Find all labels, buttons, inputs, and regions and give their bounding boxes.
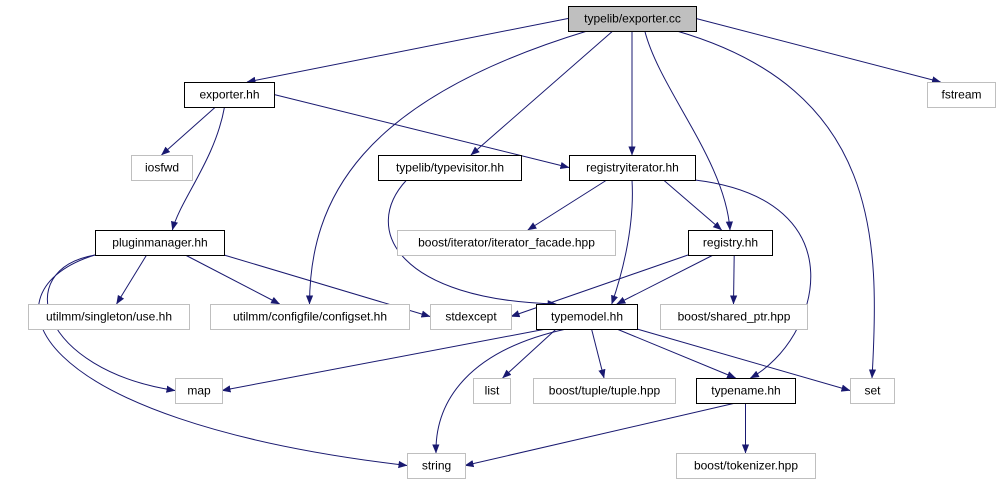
node-label: boost/shared_ptr.hpp bbox=[678, 310, 791, 324]
node-label: map bbox=[187, 384, 211, 398]
node-shared-ptr: boost/shared_ptr.hpp bbox=[660, 304, 808, 330]
node-list: list bbox=[473, 378, 511, 404]
node-tuple-hpp: boost/tuple/tuple.hpp bbox=[533, 378, 676, 404]
node-box bbox=[184, 82, 275, 108]
node-label: typename.hh bbox=[711, 384, 780, 398]
edge-registryiterator-hh-to-iterator-facade bbox=[527, 179, 608, 231]
edge-exporter-cc-to-configset-hh bbox=[305, 30, 588, 305]
node-box bbox=[28, 304, 190, 330]
node-label: typelib/typevisitor.hh bbox=[396, 161, 504, 175]
node-exporter-hh[interactable]: exporter.hh bbox=[184, 82, 275, 108]
node-box bbox=[688, 230, 773, 256]
nodes-layer: typelib/exporter.cc exporter.hh fstream ios… bbox=[28, 6, 996, 479]
edge-typemodel-hh-to-list bbox=[502, 328, 557, 379]
node-iterator-facade: boost/iterator/iterator_facade.hpp bbox=[397, 230, 616, 256]
node-box bbox=[131, 155, 193, 181]
node-box bbox=[430, 304, 512, 330]
node-box bbox=[533, 378, 676, 404]
node-label: set bbox=[864, 384, 881, 398]
node-label: exporter.hh bbox=[199, 88, 259, 102]
node-typevisitor-hh[interactable]: typelib/typevisitor.hh bbox=[378, 155, 522, 181]
node-fstream: fstream bbox=[927, 82, 996, 108]
edge-exporter-cc-to-fstream bbox=[695, 18, 942, 84]
node-label: boost/tuple/tuple.hpp bbox=[549, 384, 661, 398]
node-label: registry.hh bbox=[703, 236, 758, 250]
node-box bbox=[568, 6, 697, 32]
node-typename-hh[interactable]: typename.hh bbox=[696, 378, 796, 404]
node-box bbox=[660, 304, 808, 330]
node-box bbox=[407, 453, 466, 479]
node-box bbox=[850, 378, 895, 404]
edge-exporter-cc-to-typevisitor-hh bbox=[470, 30, 614, 156]
node-box bbox=[927, 82, 996, 108]
edge-typename-hh-to-string bbox=[464, 402, 736, 468]
node-box bbox=[210, 304, 410, 330]
edge-exporter-cc-to-registry-hh bbox=[644, 30, 733, 231]
node-label: pluginmanager.hh bbox=[112, 236, 207, 250]
node-box bbox=[397, 230, 616, 256]
edge-typemodel-hh-to-tuple-hpp bbox=[591, 328, 606, 379]
node-stdexcept: stdexcept bbox=[430, 304, 512, 330]
node-label: stdexcept bbox=[445, 310, 497, 324]
node-exporter-cc[interactable]: typelib/exporter.cc bbox=[568, 6, 697, 32]
node-box bbox=[378, 155, 522, 181]
edge-typemodel-hh-to-set bbox=[636, 328, 851, 392]
edge-registryiterator-hh-to-typemodel-hh bbox=[611, 179, 633, 305]
node-label: list bbox=[485, 384, 500, 398]
node-label: boost/iterator/iterator_facade.hpp bbox=[418, 236, 595, 250]
node-label: fstream bbox=[941, 88, 981, 102]
node-label: iosfwd bbox=[145, 161, 179, 175]
node-singleton-use: utilmm/singleton/use.hh bbox=[28, 304, 190, 330]
node-box bbox=[676, 453, 816, 479]
edge-registry-hh-to-shared-ptr bbox=[730, 254, 738, 305]
node-label: boost/tokenizer.hpp bbox=[694, 459, 798, 473]
node-label: registryiterator.hh bbox=[586, 161, 679, 175]
node-typemodel-hh[interactable]: typemodel.hh bbox=[536, 304, 638, 330]
edge-pluginmanager-hh-to-configset-hh bbox=[185, 254, 281, 305]
edge-typevisitor-hh-to-typemodel-hh bbox=[387, 179, 557, 308]
node-label: typemodel.hh bbox=[551, 310, 623, 324]
node-pluginmanager-hh[interactable]: pluginmanager.hh bbox=[95, 230, 225, 256]
node-box bbox=[95, 230, 225, 256]
node-set: set bbox=[850, 378, 895, 404]
node-label: typelib/exporter.cc bbox=[584, 12, 681, 26]
node-label: utilmm/configfile/configset.hh bbox=[233, 310, 387, 324]
node-label: utilmm/singleton/use.hh bbox=[46, 310, 172, 324]
edge-pluginmanager-hh-to-string bbox=[37, 254, 408, 469]
edge-exporter-cc-to-set bbox=[676, 30, 877, 379]
node-iosfwd: iosfwd bbox=[131, 155, 193, 181]
edge-exporter-hh-to-pluginmanager-hh bbox=[171, 106, 225, 231]
edge-pluginmanager-hh-to-singleton-use bbox=[116, 254, 148, 305]
edge-exporter-hh-to-iosfwd bbox=[161, 106, 216, 156]
node-box bbox=[569, 155, 696, 181]
node-box bbox=[473, 378, 511, 404]
edge-exporter-cc-to-exporter-hh bbox=[246, 18, 569, 84]
node-box bbox=[175, 378, 223, 404]
node-string: string bbox=[407, 453, 466, 479]
edge-typemodel-hh-to-typename-hh bbox=[616, 328, 737, 379]
edge-registry-hh-to-typemodel-hh bbox=[616, 254, 714, 305]
node-registry-hh[interactable]: registry.hh bbox=[688, 230, 773, 256]
edge-typemodel-hh-to-map bbox=[221, 328, 547, 393]
node-tokenizer: boost/tokenizer.hpp bbox=[676, 453, 816, 479]
edge-registryiterator-hh-to-typename-hh bbox=[694, 179, 812, 379]
edges-layer bbox=[37, 18, 942, 469]
node-configset-hh: utilmm/configfile/configset.hh bbox=[210, 304, 410, 330]
edge-typemodel-hh-to-string bbox=[432, 328, 567, 454]
edge-registryiterator-hh-to-registry-hh bbox=[663, 179, 722, 231]
node-box bbox=[696, 378, 796, 404]
node-registryiterator-hh[interactable]: registryiterator.hh bbox=[569, 155, 696, 181]
node-map: map bbox=[175, 378, 223, 404]
node-label: string bbox=[422, 459, 451, 473]
node-box bbox=[536, 304, 638, 330]
